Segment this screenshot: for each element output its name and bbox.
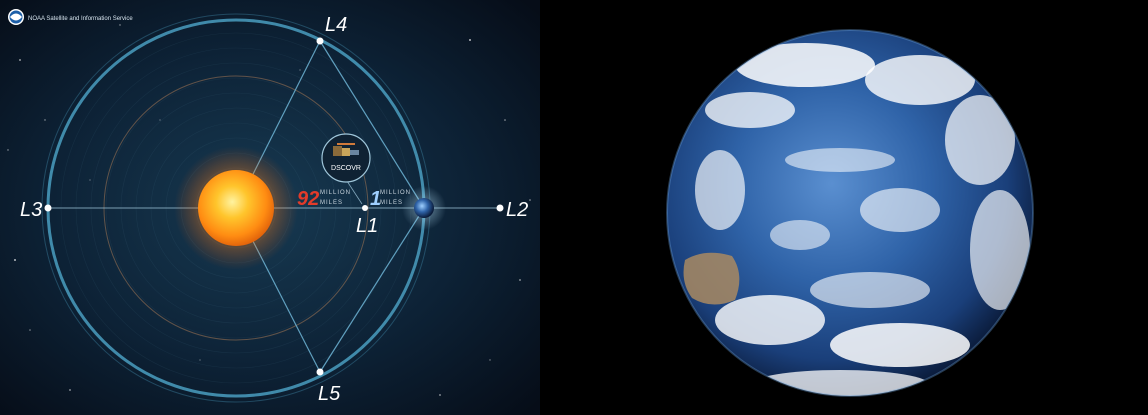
earth-small bbox=[414, 198, 434, 218]
l1-earth-distance-value: 1 bbox=[370, 188, 381, 210]
noaa-org-text: NOAA Satellite and Information Service bbox=[28, 16, 133, 22]
earth-full-disk-image bbox=[540, 0, 1148, 415]
lagrange-diagram: DSCOVR L3 L1 L2 L4 L5 92 MILLION MILES 1… bbox=[0, 0, 540, 415]
noaa-header: NOAA Satellite and Information Service bbox=[8, 9, 133, 25]
cloud-cover bbox=[695, 43, 1030, 396]
l4-point bbox=[316, 37, 324, 45]
l1-earth-distance-unit-bottom: MILES bbox=[380, 200, 403, 206]
l5-label: L5 bbox=[318, 383, 341, 405]
l3-label: L3 bbox=[20, 199, 42, 221]
l2-point bbox=[496, 204, 504, 212]
starfield bbox=[7, 24, 531, 396]
dscovr-badge-circle bbox=[321, 133, 371, 183]
australia-landmass bbox=[683, 252, 740, 305]
l1-earth-distance-unit-top: MILLION bbox=[380, 190, 411, 196]
earth-atmosphere-rim bbox=[666, 29, 1034, 397]
l2-label: L2 bbox=[506, 199, 528, 221]
l1-label: L1 bbox=[356, 215, 378, 237]
l3-point bbox=[44, 204, 52, 212]
l4-label: L4 bbox=[325, 14, 347, 36]
sun bbox=[198, 170, 274, 246]
earth-photo-panel bbox=[540, 0, 1148, 415]
sun-earth-distance: 92 MILLION MILES bbox=[297, 188, 351, 210]
dscovr-label: DSCOVR bbox=[331, 165, 361, 172]
satellite-icon bbox=[333, 143, 359, 156]
l1-point bbox=[362, 205, 368, 211]
sun-earth-distance-value: 92 bbox=[297, 188, 319, 210]
l5-point bbox=[316, 368, 324, 376]
lagrange-diagram-panel: DSCOVR L3 L1 L2 L4 L5 92 MILLION MILES 1… bbox=[0, 0, 540, 415]
dscovr-badge: DSCOVR bbox=[321, 133, 371, 205]
noaa-logo-icon bbox=[8, 9, 24, 25]
sun-earth-distance-unit-bottom: MILES bbox=[320, 200, 343, 206]
l1-earth-distance: 1 MILLION MILES bbox=[370, 188, 411, 210]
sun-earth-distance-unit-top: MILLION bbox=[320, 190, 351, 196]
